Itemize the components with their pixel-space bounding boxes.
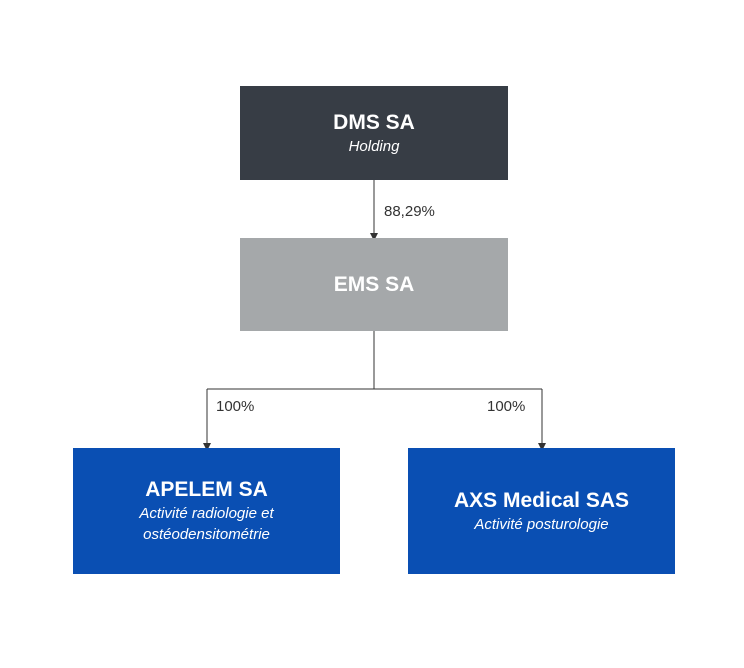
edge-label-dms-ems: 88,29% — [384, 203, 435, 220]
node-apelem-sa: APELEM SA Activité radiologie et ostéode… — [73, 448, 340, 574]
node-dms-sa: DMS SA Holding — [240, 86, 508, 180]
node-ems-title: EMS SA — [333, 272, 415, 296]
node-dms-title: DMS SA — [333, 110, 415, 134]
node-ems-sa: EMS SA — [240, 238, 508, 331]
node-axs-title: AXS Medical SAS — [453, 488, 630, 512]
node-axs-medical-sas: AXS Medical SAS Activité posturologie — [408, 448, 675, 574]
node-dms-subtitle: Holding — [348, 137, 400, 155]
node-apelem-subtitle-line1: Activité radiologie et — [139, 505, 274, 522]
node-axs-subtitle: Activité posturologie — [474, 515, 609, 533]
edge-label-ems-axs: 100% — [487, 398, 526, 415]
node-apelem-subtitle-line2: ostéodensitométrie — [143, 526, 270, 543]
edge-label-ems-apelem: 100% — [216, 398, 255, 415]
node-apelem-title: APELEM SA — [145, 478, 268, 501]
